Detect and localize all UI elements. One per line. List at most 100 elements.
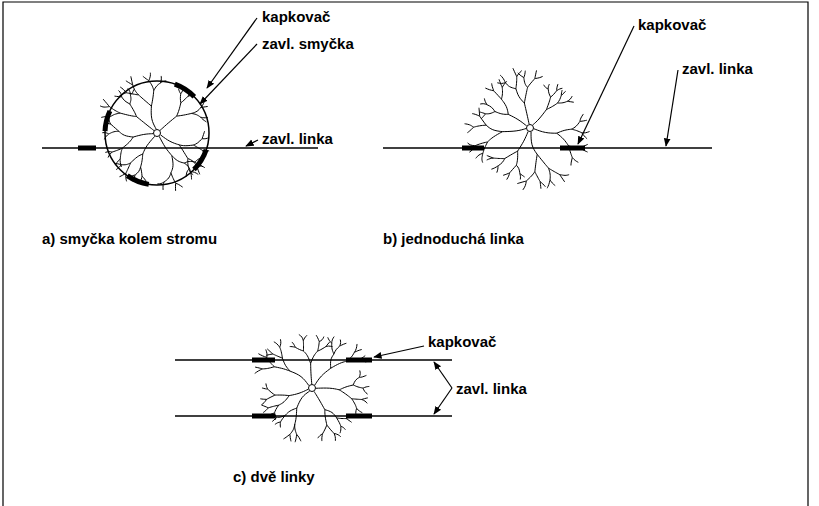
branch-stroke <box>311 351 318 363</box>
branch-stroke <box>327 425 334 433</box>
branch-stroke <box>580 114 584 121</box>
branch-stroke <box>328 337 332 343</box>
branch-stroke <box>567 96 572 101</box>
branch-stroke <box>557 88 563 90</box>
dripper <box>462 146 484 151</box>
branch-stroke <box>179 145 188 159</box>
branch-stroke <box>283 434 289 439</box>
branch-stroke <box>154 83 161 91</box>
branch-stroke <box>359 370 361 377</box>
branch-stroke <box>501 99 508 114</box>
branch-stroke <box>476 153 483 158</box>
branch-stroke <box>572 129 582 133</box>
branch-stroke <box>548 89 550 97</box>
leader-line <box>246 140 258 146</box>
branch-stroke <box>519 173 521 179</box>
branch-stroke <box>508 114 526 126</box>
branch-stroke <box>517 181 526 184</box>
branch-stroke <box>560 174 569 176</box>
branch-stroke <box>275 395 289 397</box>
branch-stroke <box>346 419 351 423</box>
branch-stroke <box>139 95 152 106</box>
branch-stroke <box>534 129 557 133</box>
branch-stroke <box>318 347 326 351</box>
branch-stroke <box>535 76 543 78</box>
irrigation-lines <box>42 81 712 416</box>
branch-stroke <box>362 399 368 403</box>
branch-stroke <box>503 173 510 175</box>
branch-stroke <box>274 342 280 347</box>
leader-line <box>434 362 452 388</box>
branch-stroke <box>268 405 278 408</box>
branch-stroke <box>290 424 295 434</box>
branch-stroke <box>315 368 331 385</box>
leader-line <box>434 388 452 414</box>
branch-stroke <box>318 434 323 438</box>
branch-stroke <box>363 388 368 394</box>
branch-stroke <box>262 399 267 404</box>
branch-stroke <box>557 133 569 146</box>
branch-stroke <box>547 180 550 188</box>
branch-stroke <box>122 97 130 104</box>
branch-stroke <box>487 155 494 158</box>
branch-stroke <box>484 98 487 104</box>
branch-stroke <box>184 163 190 172</box>
dripper <box>105 111 110 131</box>
branch-stroke <box>486 125 502 132</box>
tree-trunk <box>154 130 161 137</box>
callout-label: zavl. linka <box>262 130 333 148</box>
branch-stroke <box>468 143 476 146</box>
branch-stroke <box>267 349 273 354</box>
branch-stroke <box>340 343 347 346</box>
branch-stroke <box>535 70 537 78</box>
branch-stroke <box>331 354 334 368</box>
dripper <box>194 150 206 170</box>
branch-stroke <box>280 347 283 358</box>
branch-stroke <box>111 124 119 131</box>
branch-stroke <box>100 106 109 107</box>
branch-stroke <box>151 106 156 129</box>
branch-stroke <box>486 112 495 114</box>
branch-stroke <box>179 89 181 94</box>
branch-stroke <box>180 94 181 103</box>
branch-stroke <box>255 369 263 374</box>
caption: b) jednoduchá linka <box>383 230 524 248</box>
branch-stroke <box>362 398 368 400</box>
branch-stroke <box>263 408 268 413</box>
branch-stroke <box>535 172 540 182</box>
branch-stroke <box>495 112 508 115</box>
branch-stroke <box>331 361 347 368</box>
branch-stroke <box>524 87 527 103</box>
dripper <box>346 358 372 363</box>
branch-stroke <box>285 408 296 415</box>
branch-stroke <box>130 104 137 117</box>
branch-stroke <box>510 165 517 173</box>
branch-stroke <box>475 142 487 146</box>
branch-stroke <box>121 163 130 165</box>
branch-stroke <box>526 172 535 181</box>
branch-stroke <box>524 78 528 88</box>
callout-label: kapkovač <box>638 16 706 34</box>
branch-stroke <box>295 434 297 442</box>
branch-stroke <box>290 371 309 385</box>
branch-stroke <box>571 158 572 166</box>
tree-trunk <box>309 385 316 392</box>
branch-stroke <box>474 125 487 127</box>
branch-stroke <box>560 175 565 182</box>
tree-canopies <box>100 68 589 442</box>
branch-stroke <box>266 349 267 357</box>
dripper <box>175 84 194 97</box>
branch-stroke <box>502 81 507 87</box>
branch-stroke <box>177 113 192 116</box>
branch-stroke <box>143 76 149 80</box>
branch-stroke <box>363 386 369 388</box>
branch-stroke <box>266 354 273 355</box>
branch-stroke <box>580 120 587 121</box>
branch-stroke <box>157 182 164 184</box>
branch-stroke <box>160 116 177 130</box>
branch-stroke <box>528 79 535 88</box>
branch-stroke <box>572 158 578 163</box>
branch-stroke <box>501 87 502 99</box>
irrigation-line <box>175 415 452 417</box>
branch-stroke <box>103 99 109 106</box>
